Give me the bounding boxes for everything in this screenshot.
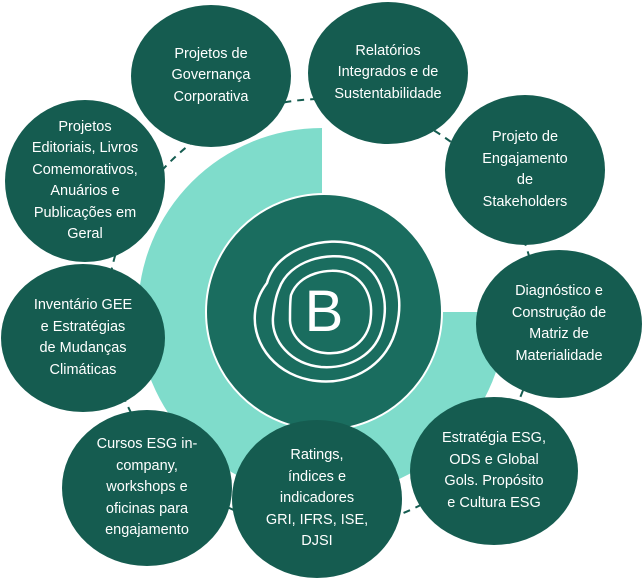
node-label: Ratings, índices e indicadores GRI, IFRS… <box>265 447 369 550</box>
node-cursos-esg: Cursos ESG in- company, workshops e ofic… <box>62 410 232 566</box>
node-label: Projeto de Engajamento de Stakeholders <box>482 129 568 210</box>
node-engajamento-stakeholders: Projeto de Engajamento de Stakeholders <box>445 95 605 245</box>
node-label: Cursos ESG in- company, workshops e ofic… <box>96 436 198 539</box>
node-inventario-gee: Inventário GEE e Estratégias de Mudanças… <box>1 264 165 412</box>
node-label: Estratégia ESG, ODS e Global Gols. Propó… <box>442 430 546 511</box>
node-matriz-materialidade: Diagnóstico e Construção de Matriz de Ma… <box>476 250 642 398</box>
node-projetos-editoriais: Projetos Editoriais, Livros Comemorativo… <box>5 100 165 262</box>
node-estrategia-esg: Estratégia ESG, ODS e Global Gols. Propó… <box>410 397 578 545</box>
logo-letter: B <box>304 279 344 344</box>
node-label: Diagnóstico e Construção de Matriz de Ma… <box>511 283 607 364</box>
node-label: Projetos Editoriais, Livros Comemorativo… <box>31 118 139 243</box>
node-label: Relatórios Integrados e de Sustentabilid… <box>334 42 442 102</box>
node-projetos-governanca: Projetos de Governança Corporativa <box>131 5 291 147</box>
node-label: Inventário GEE e Estratégias de Mudanças… <box>33 297 133 378</box>
node-relatorios-integrados: Relatórios Integrados e de Sustentabilid… <box>308 2 468 144</box>
node-ratings-indices: Ratings, índices e indicadores GRI, IFRS… <box>232 420 402 578</box>
node-label: Projetos de Governança Corporativa <box>171 45 251 105</box>
b-logo-icon <box>253 240 401 383</box>
teal-ring <box>138 128 506 496</box>
center-logo: B <box>205 193 443 431</box>
